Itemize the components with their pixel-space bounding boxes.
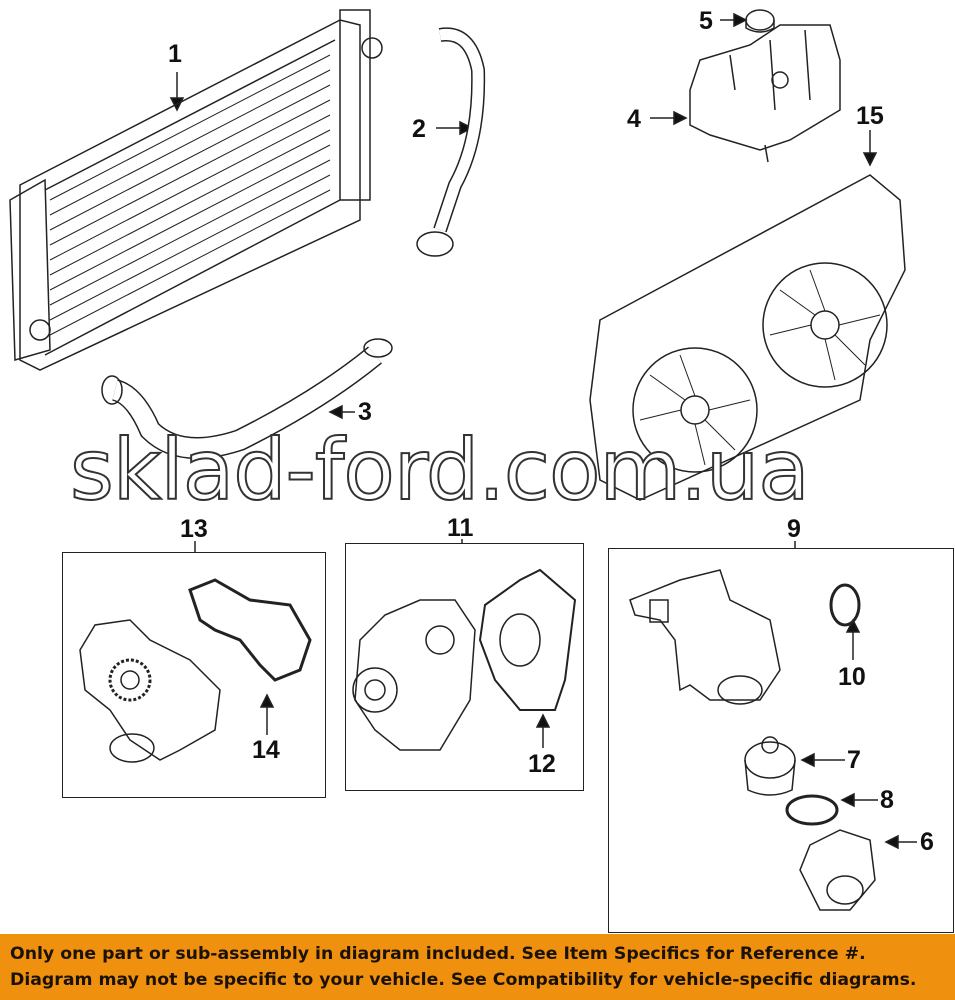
- thermostat-group-box: [608, 548, 954, 933]
- water-pump-drive-part: [79, 578, 312, 763]
- disclaimer-line-2: Diagram may not be specific to your vehi…: [10, 970, 917, 990]
- watermark: sklad-ford.com.ua: [69, 421, 811, 519]
- callout-14: 14: [252, 736, 280, 764]
- water-pump-drive-group-box: [62, 552, 326, 798]
- thermostat-part: [744, 736, 796, 796]
- callout-10: 10: [838, 663, 866, 691]
- callout-2: 2: [412, 115, 426, 143]
- callout-9: 9: [787, 515, 801, 543]
- callout-1: 1: [168, 40, 182, 68]
- upper-hose-part: [416, 27, 486, 257]
- reservoir-cap-part: [745, 9, 775, 33]
- water-pump-group-box: [345, 543, 584, 791]
- disclaimer-banner: Only one part or sub-assembly in diagram…: [0, 934, 955, 1000]
- lower-hose-part: [101, 338, 393, 459]
- thermostat-housing-part: [629, 569, 781, 705]
- disclaimer-line-1: Only one part or sub-assembly in diagram…: [10, 944, 866, 964]
- callout-11: 11: [447, 514, 474, 542]
- coolant-reservoir-part: [689, 24, 841, 163]
- callout-15: 15: [856, 102, 884, 130]
- callout-arrows: [169, 12, 917, 850]
- callout-4: 4: [627, 105, 641, 133]
- callout-6: 6: [920, 828, 934, 856]
- thermostat-cover-part: [799, 829, 876, 911]
- water-pump-gasket-part: [478, 568, 577, 711]
- callout-3: 3: [358, 398, 372, 426]
- fan-shroud-part: [589, 174, 906, 501]
- callout-8: 8: [880, 786, 894, 814]
- radiator-part: [9, 9, 383, 371]
- callout-12: 12: [528, 750, 556, 778]
- water-pump-part: [352, 599, 476, 751]
- callout-13: 13: [180, 515, 208, 543]
- callout-5: 5: [699, 7, 713, 35]
- thermostat-gasket-part: [785, 794, 839, 826]
- callout-7: 7: [847, 746, 861, 774]
- o-ring-part: [829, 583, 861, 627]
